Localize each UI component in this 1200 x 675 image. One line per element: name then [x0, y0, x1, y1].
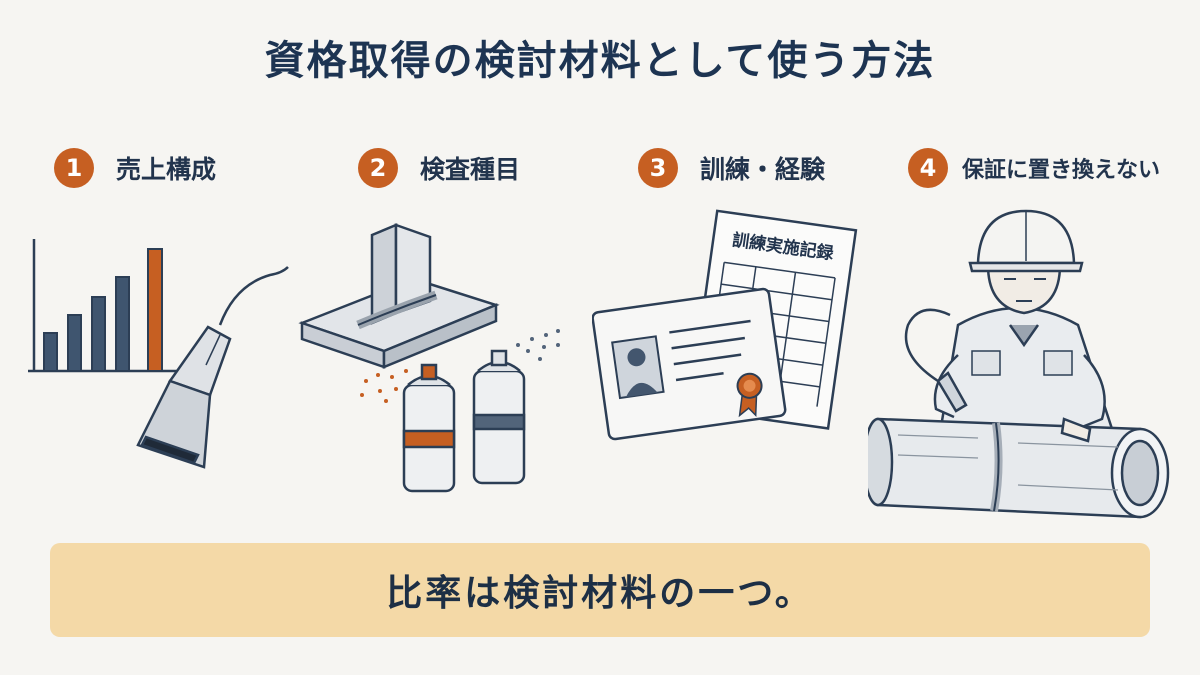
step-label: 検査種目: [420, 155, 521, 184]
certificate-and-training-record-icon: 訓練実施記録: [592, 209, 858, 441]
worker-icon: [933, 209, 1116, 447]
step-3: 3 訓練・経験: [638, 146, 825, 190]
spray-can-icon: [472, 349, 526, 485]
hard-hat-icon: [968, 209, 1084, 273]
step-1: 1 売上構成: [54, 146, 216, 190]
step-label: 売上構成: [116, 155, 217, 184]
step-label: 訓練・経験: [700, 155, 826, 184]
fillet-weld-icon: [298, 223, 500, 369]
certificate-card-icon: [592, 287, 787, 441]
weld-and-spray-cans-icon: [298, 223, 560, 493]
step-2: 2 検査種目: [358, 146, 520, 190]
step-4: 4 保証に置き換えない: [908, 146, 1160, 190]
step-label: 保証に置き換えない: [962, 158, 1161, 183]
page-title: 資格取得の検討材料として使う方法: [264, 38, 936, 84]
worker-inspecting-pipe-icon: [868, 209, 1170, 519]
step-number-badge: 2: [358, 148, 398, 188]
ultrasonic-probe-icon: [136, 266, 289, 469]
step-number-badge: 3: [638, 148, 678, 188]
bar-chart-and-ultrasonic-probe-icon: [28, 239, 289, 469]
spray-can-icon: [402, 363, 456, 493]
step-number-badge: 1: [54, 148, 94, 188]
ultrasonic-probe-icon: [904, 308, 1092, 443]
step-number-badge: 4: [908, 148, 948, 188]
summary-banner: 比率は検討材料の一つ。: [50, 543, 1150, 637]
pipe-icon: [868, 417, 1170, 519]
spray-mist-icon: [360, 369, 408, 403]
seal-ribbon-icon: [736, 372, 763, 418]
